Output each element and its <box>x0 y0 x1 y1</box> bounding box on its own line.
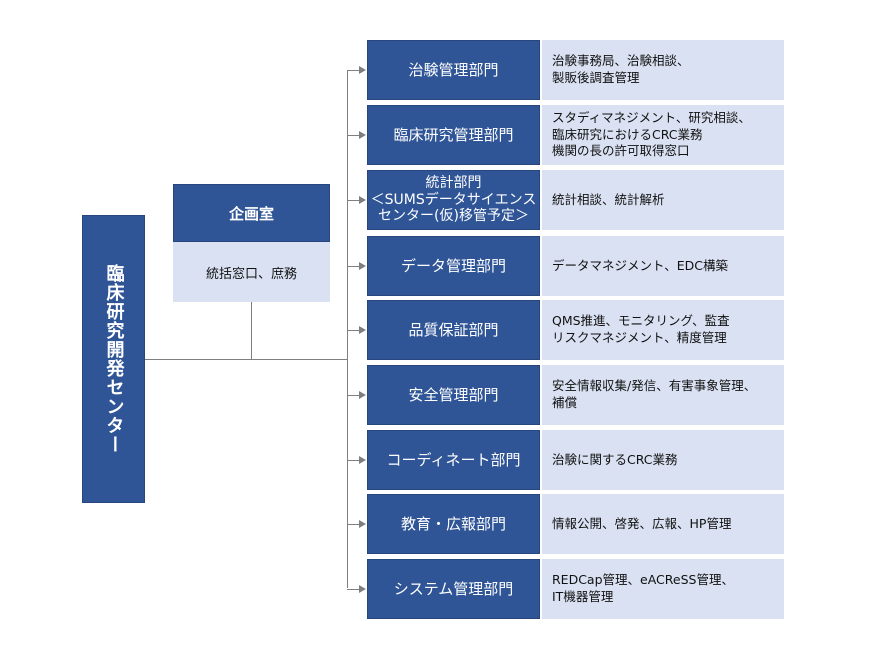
department-name-box: 教育・広報部門 <box>367 494 540 554</box>
department-arrow-icon <box>359 131 366 139</box>
department-description-box: 治験に関するCRC業務 <box>542 430 784 490</box>
department-description-box: スタディマネジメント、研究相談、 臨床研究におけるCRC業務 機関の長の許可取得… <box>542 105 784 165</box>
planning-office-description: 統括窓口、庶務 <box>205 266 297 282</box>
department-arrow-icon <box>359 66 366 74</box>
department-branch-line <box>347 70 360 71</box>
department-description-box: 情報公開、啓発、広報、HP管理 <box>542 494 784 554</box>
planning-office-header: 企画室 <box>173 184 330 242</box>
department-name-box: コーディネート部門 <box>367 430 540 490</box>
department-description: 統計相談、統計解析 <box>552 191 665 207</box>
department-arrow-icon <box>359 262 366 270</box>
department-arrow-icon <box>359 326 366 334</box>
department-name: 治験管理部門 <box>408 61 499 79</box>
center-box: 臨床研究開発センター <box>82 215 145 503</box>
department-branch-line <box>347 200 360 201</box>
department-branch-line <box>347 266 360 267</box>
department-description: スタディマネジメント、研究相談、 臨床研究におけるCRC業務 機関の長の許可取得… <box>552 109 751 159</box>
department-name-box: 安全管理部門 <box>367 365 540 425</box>
department-name-box: 臨床研究管理部門 <box>367 105 540 165</box>
department-branch-line <box>347 589 360 590</box>
department-name: システム管理部門 <box>393 580 514 598</box>
department-arrow-icon <box>359 520 366 528</box>
department-name: 品質保証部門 <box>408 321 499 339</box>
planning-office-title: 企画室 <box>228 204 274 223</box>
department-description: REDCap管理、eACReSS管理、 IT機器管理 <box>552 572 734 604</box>
department-name-box: 治験管理部門 <box>367 40 540 100</box>
department-arrow-icon <box>359 196 366 204</box>
department-name-box: 統計部門 ＜SUMSデータサイエンスセンター(仮)移管予定＞ <box>367 170 540 230</box>
center-title: 臨床研究開発センター <box>103 264 125 454</box>
department-description-box: QMS推進、モニタリング、監査 リスクマネジメント、精度管理 <box>542 300 784 360</box>
department-description-box: 安全情報収集/発信、有害事象管理、 補償 <box>542 365 784 425</box>
department-name: 統計部門 ＜SUMSデータサイエンスセンター(仮)移管予定＞ <box>370 174 537 225</box>
department-branch-line <box>347 460 360 461</box>
department-name-box: 品質保証部門 <box>367 300 540 360</box>
department-description-box: 治験事務局、治験相談、 製販後調査管理 <box>542 40 784 100</box>
department-trunk-line <box>347 70 348 588</box>
department-description: 情報公開、啓発、広報、HP管理 <box>552 515 732 531</box>
department-arrow-icon <box>359 456 366 464</box>
department-name: コーディネート部門 <box>386 451 521 469</box>
department-branch-line <box>347 524 360 525</box>
planning-office-body: 統括窓口、庶務 <box>173 242 330 302</box>
department-name: データ管理部門 <box>400 257 506 275</box>
department-description-box: データマネジメント、EDC構築 <box>542 236 784 296</box>
department-arrow-icon <box>359 585 366 593</box>
department-description: 治験事務局、治験相談、 製販後調査管理 <box>552 53 690 85</box>
department-name: 安全管理部門 <box>408 386 499 404</box>
department-description: 安全情報収集/発信、有害事象管理、 補償 <box>552 378 757 410</box>
department-description-box: 統計相談、統計解析 <box>542 170 784 230</box>
department-name: 教育・広報部門 <box>400 515 506 533</box>
department-branch-line <box>347 395 360 396</box>
department-description-box: REDCap管理、eACReSS管理、 IT機器管理 <box>542 559 784 619</box>
department-arrow-icon <box>359 391 366 399</box>
planning-connector-line <box>251 302 252 360</box>
department-name: 臨床研究管理部門 <box>393 126 514 144</box>
department-branch-line <box>347 135 360 136</box>
department-description: データマネジメント、EDC構築 <box>552 257 729 273</box>
center-connector-line <box>145 359 348 360</box>
department-name-box: システム管理部門 <box>367 559 540 619</box>
department-description: QMS推進、モニタリング、監査 リスクマネジメント、精度管理 <box>552 313 730 345</box>
department-description: 治験に関するCRC業務 <box>552 451 678 467</box>
department-branch-line <box>347 330 360 331</box>
department-name-box: データ管理部門 <box>367 236 540 296</box>
